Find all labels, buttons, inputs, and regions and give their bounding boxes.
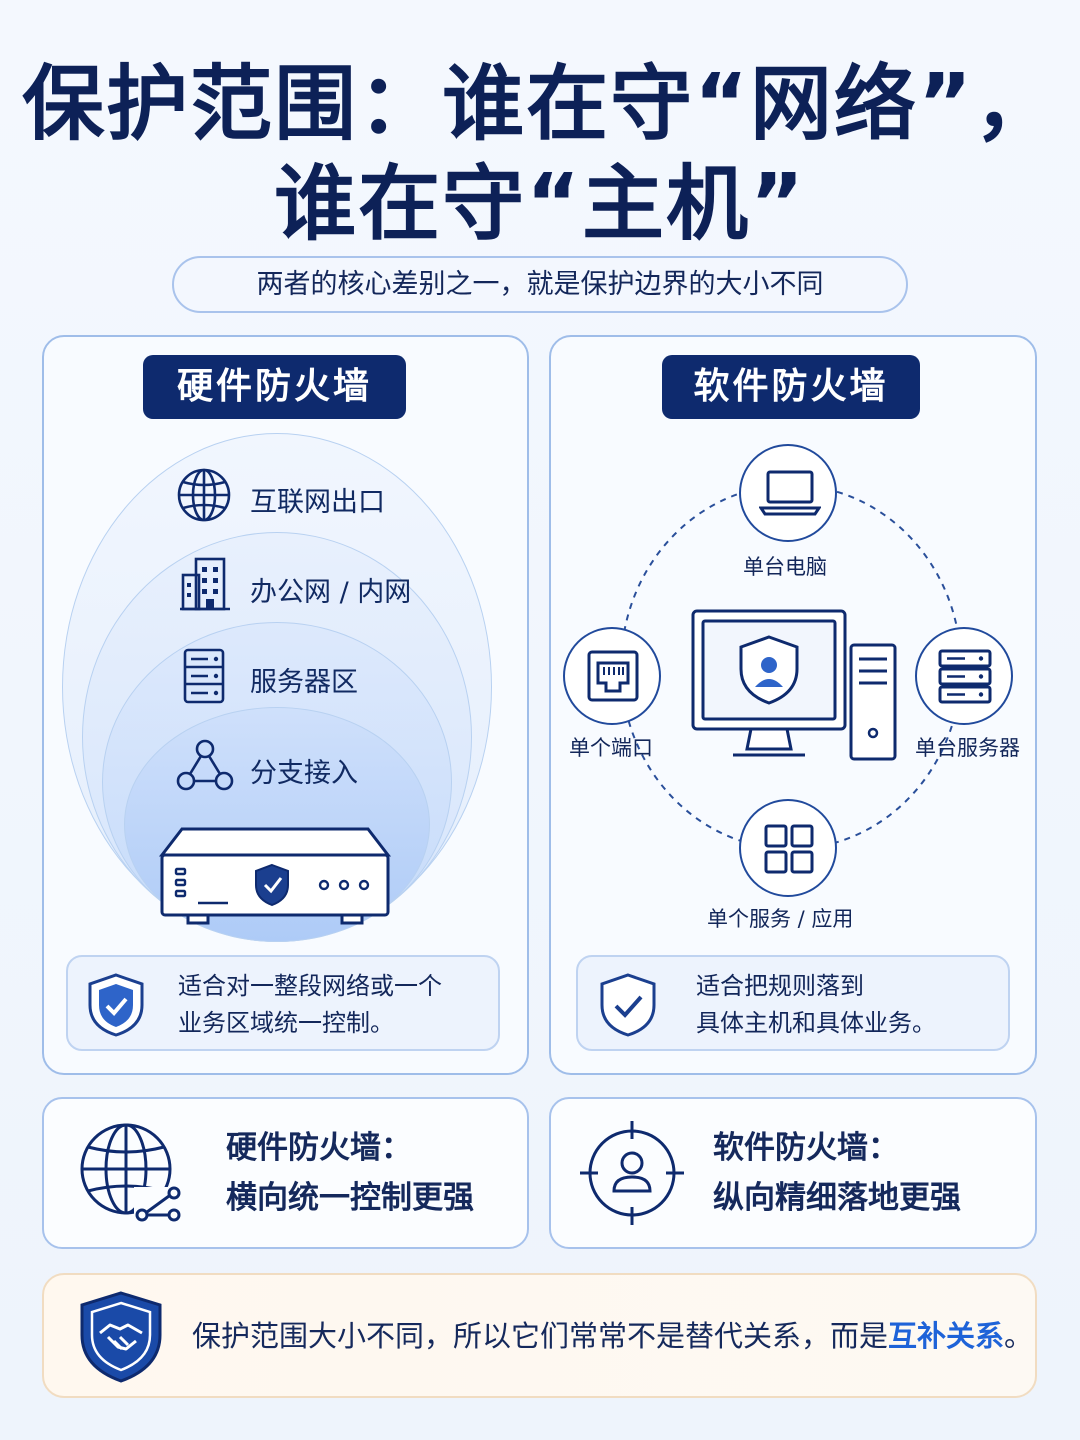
conclusion-main: 保护范围大小不同，所以它们常常不是替代关系，而是 bbox=[192, 1319, 889, 1353]
hardware-summary-card: 硬件防火墙： 横向统一控制更强 bbox=[42, 1097, 529, 1249]
target-user-icon bbox=[580, 1121, 684, 1225]
node-single-pc bbox=[739, 444, 837, 542]
computer-shield-icon bbox=[691, 609, 897, 761]
hardware-note-line-2: 业务区域统一控制。 bbox=[178, 1009, 394, 1037]
server-icon bbox=[938, 649, 992, 704]
ethernet-port-icon bbox=[587, 650, 639, 702]
firewall-appliance-icon bbox=[158, 827, 392, 925]
node-single-port bbox=[563, 627, 661, 725]
handshake-shield-icon bbox=[80, 1291, 162, 1383]
hardware-summary-desc: 横向统一控制更强 bbox=[226, 1180, 474, 1216]
conclusion-banner: 保护范围大小不同，所以它们常常不是替代关系，而是互补关系。 bbox=[42, 1273, 1037, 1398]
title-line-2: 谁在守“主机” bbox=[274, 157, 806, 252]
software-summary-card: 软件防火墙： 纵向精细落地更强 bbox=[549, 1097, 1037, 1249]
globe-icon bbox=[177, 468, 231, 522]
subtitle-pill: 两者的核心差别之一，就是保护边界的大小不同 bbox=[172, 256, 908, 313]
node-single-server bbox=[915, 627, 1013, 725]
hardware-firewall-heading: 硬件防火墙 bbox=[143, 355, 406, 419]
layer-label-internet: 互联网出口 bbox=[250, 487, 385, 518]
conclusion-text: 保护范围大小不同，所以它们常常不是替代关系，而是互补关系。 bbox=[192, 1313, 1033, 1355]
laptop-icon bbox=[759, 470, 821, 516]
software-firewall-panel: 软件防火墙 单台电脑 单个端口 bbox=[549, 335, 1037, 1075]
software-note: 适合把规则落到 具体主机和具体业务。 bbox=[576, 955, 1010, 1051]
hardware-summary-title: 硬件防火墙： bbox=[226, 1130, 412, 1166]
node-label-app: 单个服务 / 应用 bbox=[707, 907, 854, 931]
node-single-app bbox=[739, 799, 837, 897]
shield-check-icon bbox=[88, 973, 144, 1037]
network-nodes-icon bbox=[176, 739, 234, 791]
title-line-1: 保护范围：谁在守“网络”， bbox=[22, 57, 1058, 152]
page-title: 保护范围：谁在守“网络”， 谁在守“主机” bbox=[0, 55, 1080, 255]
hardware-note: 适合对一整段网络或一个 业务区域统一控制。 bbox=[66, 955, 500, 1051]
hardware-note-line-1: 适合对一整段网络或一个 bbox=[178, 972, 442, 1000]
node-label-pc: 单台电脑 bbox=[743, 555, 827, 579]
layer-label-office: 办公网 / 内网 bbox=[250, 577, 412, 608]
conclusion-highlight: 互补关系 bbox=[888, 1319, 1005, 1353]
hardware-firewall-panel: 硬件防火墙 互联网出口 办公网 / 内网 bbox=[42, 335, 529, 1075]
conclusion-end: 。 bbox=[1004, 1319, 1034, 1353]
software-summary-desc: 纵向精细落地更强 bbox=[713, 1180, 961, 1216]
server-rack-icon bbox=[183, 648, 225, 704]
layer-label-branch: 分支接入 bbox=[250, 758, 358, 789]
software-note-line-2: 具体主机和具体业务。 bbox=[696, 1009, 936, 1037]
software-firewall-heading: 软件防火墙 bbox=[662, 355, 920, 419]
layer-label-server: 服务器区 bbox=[250, 667, 358, 698]
building-icon bbox=[180, 557, 230, 611]
node-label-port: 单个端口 bbox=[569, 736, 653, 760]
app-grid-icon bbox=[764, 824, 814, 874]
software-note-line-1: 适合把规则落到 bbox=[696, 972, 864, 1000]
shield-check-icon bbox=[600, 973, 656, 1037]
software-summary-title: 软件防火墙： bbox=[713, 1130, 899, 1166]
globe-network-icon bbox=[80, 1123, 186, 1223]
node-label-server: 单台服务器 bbox=[915, 736, 1020, 760]
